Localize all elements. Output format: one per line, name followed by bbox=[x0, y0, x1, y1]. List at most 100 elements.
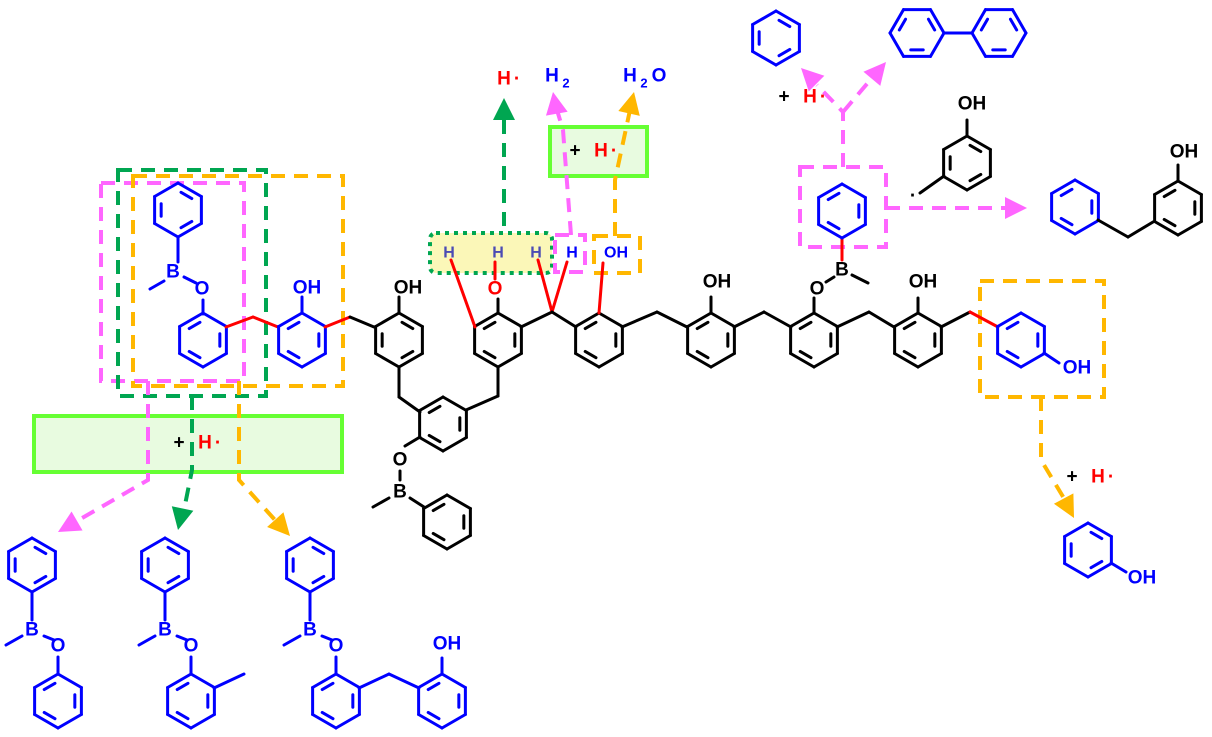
ring-bond bbox=[7, 577, 34, 594]
ring-bond bbox=[996, 352, 1023, 369]
ring-double-bond bbox=[179, 190, 194, 201]
ch-bond bbox=[550, 310, 578, 329]
abstractable-h-atom: H bbox=[492, 245, 504, 262]
ring-bond bbox=[789, 352, 816, 369]
hydroxybenzyl-radical-ring bbox=[942, 134, 992, 192]
b-o-bond bbox=[320, 634, 334, 642]
ring-bond bbox=[334, 713, 361, 730]
benzyl-ring-product bbox=[1050, 178, 1100, 236]
bond-lines bbox=[4, 8, 1203, 730]
ring-bond bbox=[189, 713, 216, 730]
ring-bond bbox=[397, 352, 424, 369]
ring-bond bbox=[1063, 521, 1090, 538]
ring-double-bond bbox=[482, 320, 497, 331]
ring-bond bbox=[176, 181, 203, 198]
ring-bond bbox=[178, 311, 205, 328]
ring-bond bbox=[888, 31, 905, 58]
ring-bond bbox=[789, 311, 816, 328]
h2-h: H bbox=[545, 66, 559, 87]
ch2-bond bbox=[762, 310, 793, 329]
ring-double-bond bbox=[33, 574, 48, 585]
ring-double-bond bbox=[175, 681, 190, 692]
ring-bond bbox=[1176, 179, 1203, 196]
ring-bond bbox=[417, 713, 444, 730]
phenol-product-ring bbox=[1063, 521, 1113, 579]
product2-boron: B bbox=[158, 620, 172, 641]
h-radical-phenol: +H· bbox=[1066, 467, 1114, 488]
h-radical-top: H· bbox=[497, 69, 520, 90]
ring-double-bond bbox=[187, 349, 202, 360]
biphenyl-ring-1 bbox=[888, 8, 946, 58]
ch2-bond bbox=[387, 672, 421, 690]
orange-arrow-head-left bbox=[267, 512, 290, 536]
h2o-subscript: 2 bbox=[640, 76, 647, 91]
oxygen-label-main: O bbox=[810, 279, 825, 300]
product2-cresyl-ring bbox=[166, 672, 216, 730]
ring-bond bbox=[277, 311, 304, 328]
ring-bond bbox=[473, 352, 500, 369]
product1-oxygen: O bbox=[51, 636, 66, 657]
ring-bond bbox=[311, 672, 338, 689]
methyl-bond bbox=[212, 672, 246, 690]
ring-bond bbox=[397, 311, 424, 328]
ring-double-bond bbox=[166, 545, 181, 556]
product1-boron: B bbox=[25, 620, 39, 641]
phenol-ring-black-1 bbox=[374, 311, 424, 369]
ring-bond bbox=[812, 352, 839, 369]
pink-arrow-left bbox=[69, 381, 150, 527]
ring-double-bond bbox=[1059, 216, 1074, 227]
product1-phenyl-ring bbox=[7, 536, 57, 594]
phenol-ring-black-4 bbox=[893, 311, 943, 369]
ring-bond bbox=[840, 182, 867, 199]
ring-bond bbox=[418, 436, 445, 453]
ring-bond bbox=[597, 352, 624, 369]
h-radical-box-left: +H· bbox=[173, 433, 221, 454]
ring-double-bond bbox=[926, 17, 937, 32]
ring-bond bbox=[1073, 178, 1100, 195]
ring-bond bbox=[445, 534, 472, 551]
ring-bond bbox=[440, 672, 467, 689]
b-methyl-bond bbox=[137, 634, 157, 647]
ring-bond bbox=[418, 395, 445, 412]
ring-bond bbox=[417, 672, 444, 689]
ring-double-bond bbox=[431, 502, 446, 513]
ring-bond bbox=[1011, 8, 1028, 35]
cleaved-bond bbox=[251, 315, 280, 329]
ch2-bond bbox=[397, 395, 422, 414]
ring-double-bond bbox=[695, 320, 710, 331]
ring-bond bbox=[201, 311, 228, 328]
oxygen-label-lower: O bbox=[393, 450, 408, 471]
product3-oh: OH bbox=[433, 634, 462, 655]
cleaved-bond bbox=[224, 315, 255, 329]
ring-bond bbox=[970, 31, 987, 58]
radical-dot: · bbox=[820, 87, 826, 108]
pink-h-box bbox=[553, 233, 587, 274]
oxygen-label-red: O bbox=[488, 279, 503, 300]
product1-phenoxy-ring bbox=[33, 672, 83, 730]
ring-bond bbox=[1011, 31, 1028, 58]
ring-double-bond bbox=[1059, 187, 1074, 198]
b-methyl-bond bbox=[850, 273, 870, 285]
ring-double-bond bbox=[1005, 320, 1020, 331]
ring-double-bond bbox=[583, 320, 598, 331]
ring-bond bbox=[1153, 179, 1180, 196]
ring-bond bbox=[422, 534, 449, 551]
green-arrow-left bbox=[181, 396, 194, 516]
ring-bond bbox=[140, 536, 167, 553]
abstractable-h-atom: H bbox=[566, 245, 578, 262]
ring-bond bbox=[308, 536, 335, 553]
ring-bond bbox=[965, 175, 992, 192]
h-radical-benzene: +H· bbox=[778, 87, 826, 108]
ring-double-bond bbox=[187, 320, 202, 331]
radical-dot: · bbox=[514, 69, 520, 90]
hydrogen-radical: H bbox=[198, 433, 212, 454]
dotted-h-abstraction-box bbox=[428, 231, 554, 275]
pathway-boxes bbox=[32, 125, 1106, 474]
ring-bond bbox=[166, 713, 193, 730]
orange-arrow-phenol bbox=[1039, 397, 1070, 507]
ring-bond bbox=[812, 311, 839, 328]
ring-bond bbox=[56, 672, 83, 689]
ring-bond bbox=[996, 311, 1023, 328]
ring-double-bond bbox=[427, 404, 442, 415]
